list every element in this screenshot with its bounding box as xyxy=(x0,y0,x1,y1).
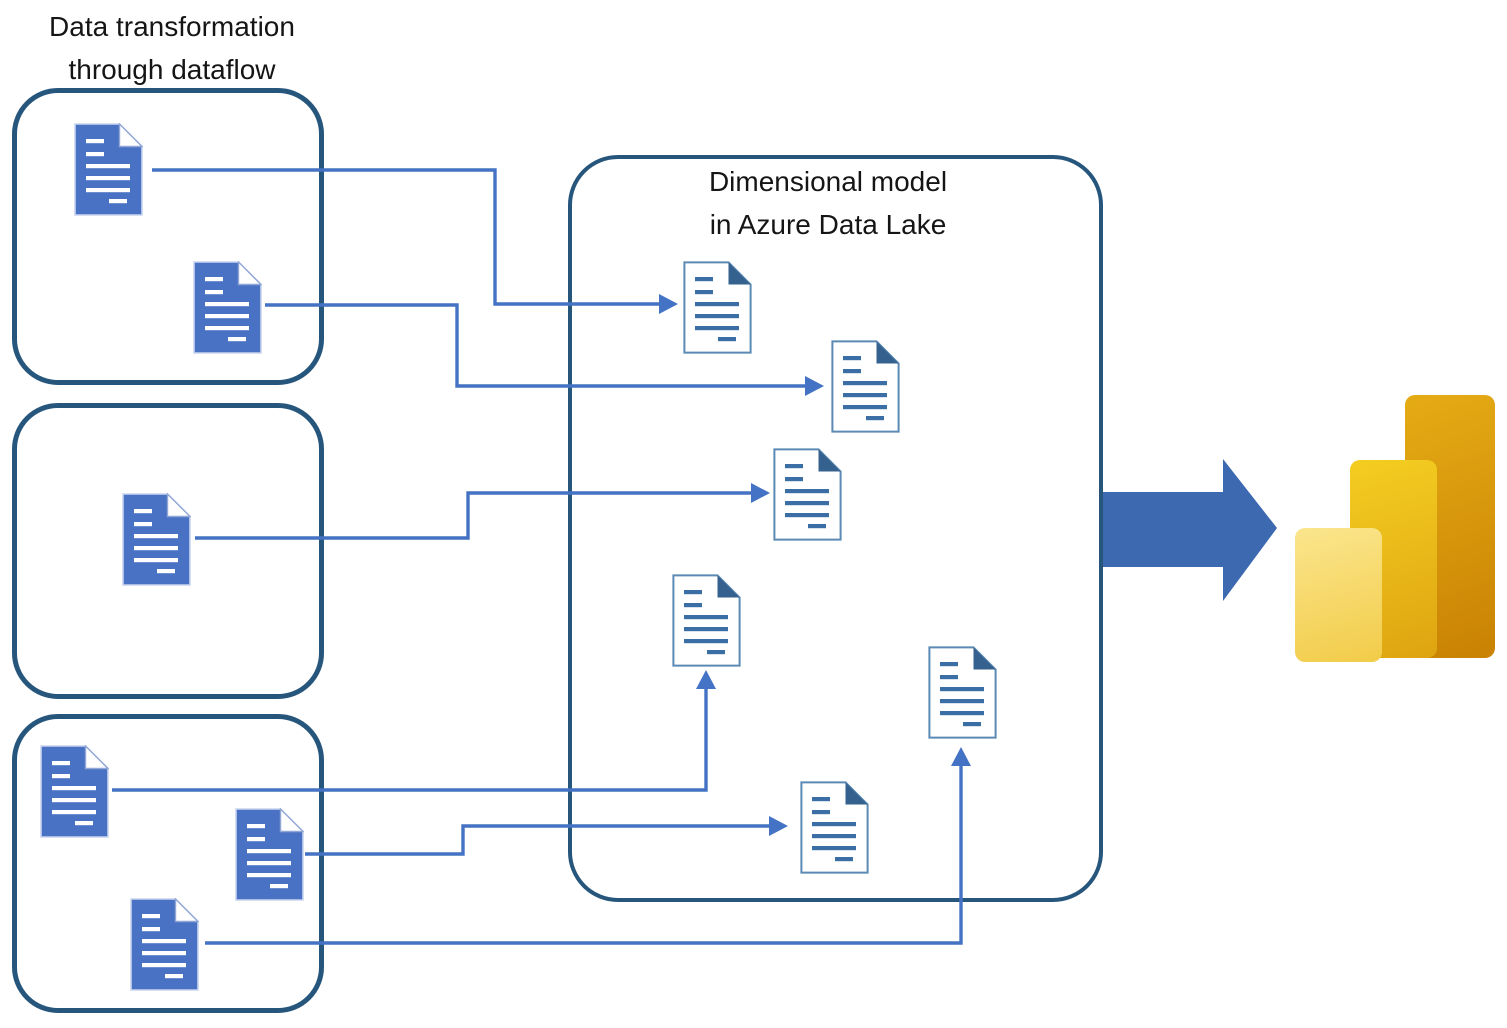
connector-3 xyxy=(195,491,751,540)
model-document-icon-3 xyxy=(773,448,842,541)
source-title-line2: through dataflow xyxy=(68,54,276,85)
connector-4-arrowhead-icon xyxy=(696,670,716,689)
source-document-icon-6 xyxy=(130,898,199,991)
model-title: Dimensional model in Azure Data Lake xyxy=(593,160,1063,246)
model-document-icon-2 xyxy=(831,340,900,433)
model-document-icon-5 xyxy=(928,646,997,739)
model-document-icon-6 xyxy=(800,781,869,874)
dataflow-box-3 xyxy=(12,714,324,1013)
connector-1 xyxy=(152,168,659,306)
connector-5-arrowhead-icon xyxy=(769,816,788,836)
connector-2-arrowhead-icon xyxy=(805,376,824,396)
model-title-line1: Dimensional model xyxy=(708,166,948,197)
powerbi-bar-small-icon xyxy=(1295,528,1382,662)
model-title-line2: in Azure Data Lake xyxy=(709,209,947,240)
dimensional-model-box xyxy=(568,155,1103,902)
source-document-icon-5 xyxy=(235,808,304,901)
connector-4 xyxy=(112,689,708,792)
source-title: Data transformation through dataflow xyxy=(12,5,332,91)
source-document-icon-3 xyxy=(122,493,191,586)
connector-3-arrowhead-icon xyxy=(751,483,770,503)
connector-6-arrowhead-icon xyxy=(951,747,971,766)
connector-1-arrowhead-icon xyxy=(659,294,678,314)
connector-2 xyxy=(265,303,805,388)
source-title-line1: Data transformation xyxy=(49,11,295,42)
model-document-icon-1 xyxy=(683,261,752,354)
flow-arrow-right-icon xyxy=(1103,459,1277,601)
dataflow-box-1 xyxy=(12,88,324,385)
source-document-icon-1 xyxy=(74,123,143,216)
source-document-icon-4 xyxy=(40,745,109,838)
connector-5 xyxy=(305,824,769,856)
connector-6 xyxy=(205,766,963,945)
model-document-icon-4 xyxy=(672,574,741,667)
source-document-icon-2 xyxy=(193,261,262,354)
dataflow-box-2 xyxy=(12,403,324,699)
